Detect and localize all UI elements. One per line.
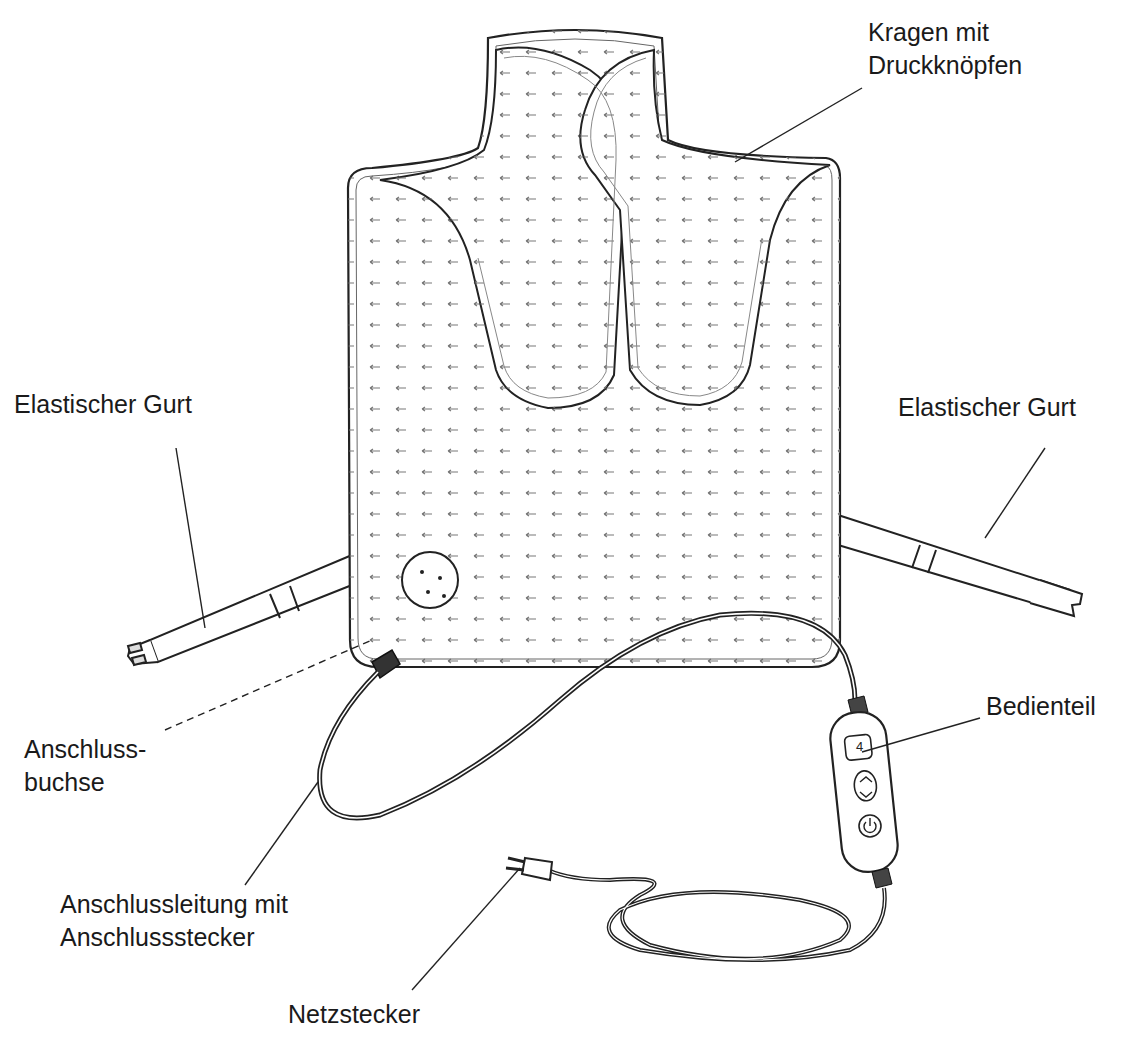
collar-flap [580, 50, 830, 405]
power-cord [548, 870, 885, 960]
part-label: Kragen mit Druckknöpfen [868, 16, 1098, 82]
part-label: Bedienteil [986, 690, 1136, 723]
part-label: Elastischer Gurt [14, 388, 274, 421]
leader-line [165, 88, 1045, 990]
pad-body [348, 30, 840, 667]
part-label: Netzstecker [288, 998, 488, 1031]
part-label: Anschluss- buchse [24, 733, 174, 799]
part-label: Elastischer Gurt [898, 391, 1138, 424]
display-value: 4 [856, 740, 870, 753]
control-unit [828, 696, 900, 888]
pad-texture [348, 30, 840, 667]
part-label: Anschlussleitung mit Anschlussstecker [60, 888, 400, 954]
connection-socket [402, 552, 458, 608]
connection-cable [320, 613, 855, 818]
